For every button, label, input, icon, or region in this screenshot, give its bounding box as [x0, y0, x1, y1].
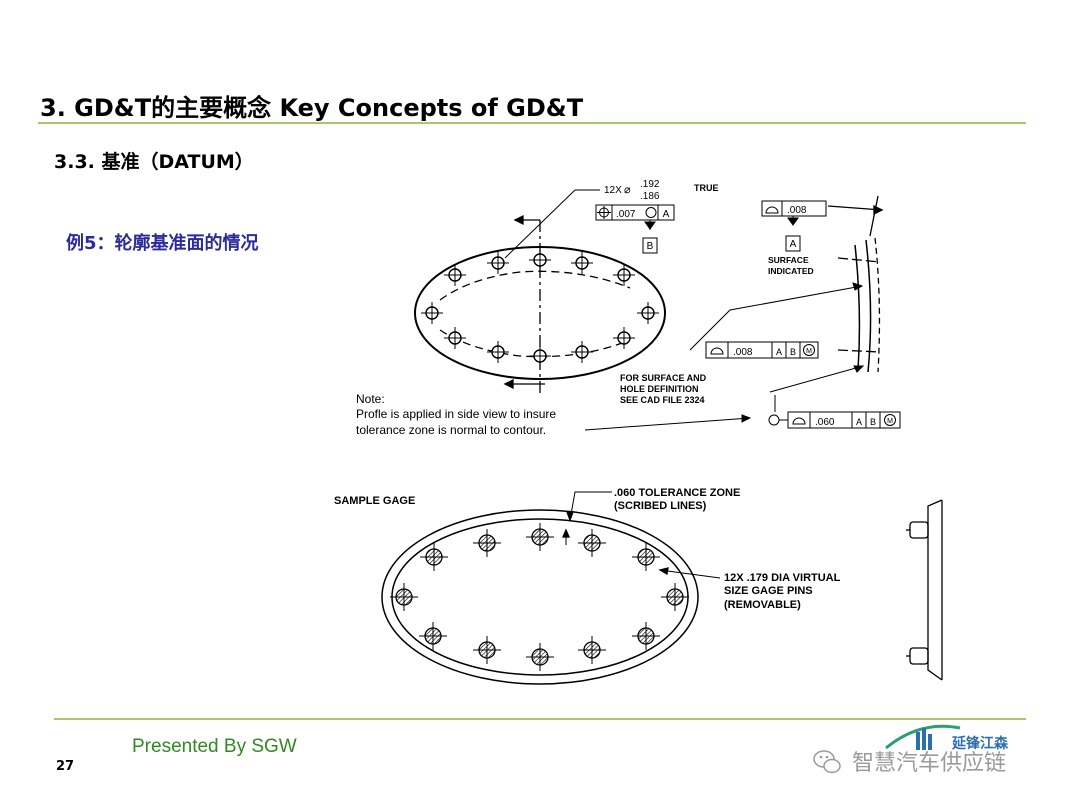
- gage-pins-line-3: (REMOVABLE): [724, 599, 801, 611]
- part-side-view: [827, 195, 884, 373]
- profile-2-datum-secondary: B: [870, 417, 876, 427]
- section-subtitle: 3.3. 基准（DATUM）: [54, 151, 254, 173]
- surface-profile-value: .008: [787, 205, 807, 216]
- mounting-hole: [487, 341, 509, 363]
- mounting-hole: [613, 264, 635, 286]
- mounting-hole: [529, 249, 551, 271]
- mounting-hole: [529, 345, 551, 367]
- slide-title: 3. GD&T的主要概念 Key Concepts of GD&T: [40, 94, 584, 122]
- surface-note-line-2: HOLE DEFINITION: [620, 384, 699, 394]
- logo-text: 延锋江森: [951, 735, 1009, 751]
- gage-pin: [419, 622, 447, 650]
- surface-note-line-1: FOR SURFACE AND: [620, 373, 707, 383]
- mounting-hole: [421, 302, 443, 324]
- gage-pin: [526, 523, 554, 551]
- gage-pin: [420, 543, 448, 571]
- profile-1-modifier: M: [806, 348, 812, 355]
- datum-a-label: A: [790, 239, 797, 250]
- diameter-symbol: ⌀: [624, 184, 631, 196]
- position-datum: A: [663, 209, 670, 220]
- surface-callout: .008 A SURFACE INDICATED: [761, 200, 827, 276]
- tolerance-zone-line-2: (SCRIBED LINES): [614, 500, 707, 512]
- gage-pin: [473, 636, 501, 664]
- profile-callout-1: .008 A B M: [689, 282, 864, 359]
- gage-pin-pattern: [390, 523, 689, 671]
- mounting-hole: [487, 252, 509, 274]
- profile-1-datum-secondary: B: [790, 347, 796, 357]
- surface-definition-note: FOR SURFACE AND HOLE DEFINITION SEE CAD …: [620, 373, 707, 405]
- presenter-credit: Presented By SGW: [132, 736, 297, 757]
- mounting-hole: [613, 327, 635, 349]
- profile-2-modifier: M: [887, 418, 893, 425]
- gage-pin: [661, 583, 689, 611]
- sample-gage: SAMPLE GAGE .060 TOLERANCE ZONE (SCRIBED…: [334, 487, 841, 685]
- gage-pin: [578, 636, 606, 664]
- gdt-technical-drawing: 12X ⌀ .192 .186 TRUE .007 A B .008: [334, 179, 943, 685]
- hole-dia-lower: .186: [640, 191, 660, 202]
- note-heading: Note:: [356, 392, 385, 406]
- profile-callout-2: .060 A B M: [768, 365, 901, 429]
- mounting-hole: [444, 327, 466, 349]
- profile-1-datum-primary: A: [776, 347, 782, 357]
- profile-2-value: .060: [815, 417, 835, 428]
- mounting-hole: [444, 264, 466, 286]
- gage-pins-line-2: SIZE GAGE PINS: [724, 585, 813, 597]
- tolerance-zone-line-1: .060 TOLERANCE ZONE: [614, 487, 740, 499]
- watermark-text: 智慧汽车供应链: [852, 751, 1007, 776]
- hole-pattern-top: [421, 249, 659, 367]
- hole-callout: 12X ⌀ .192 .186 TRUE .007 A B: [504, 179, 719, 259]
- title-divider: [38, 122, 1026, 124]
- gage-pin: [632, 543, 660, 571]
- surface-indicated-line-1: SURFACE: [768, 255, 809, 265]
- profile-note: Note: Profle is applied in side view to …: [356, 392, 752, 437]
- example-label: 例5：轮廓基准面的情况: [66, 233, 259, 254]
- building-logo-icon: 延锋江森: [885, 724, 1009, 751]
- profile-1-value: .008: [733, 347, 753, 358]
- datum-b-label: B: [647, 241, 654, 252]
- gage-pin: [526, 643, 554, 671]
- gage-side-view: [906, 499, 943, 681]
- gage-pins-line-1: 12X .179 DIA VIRTUAL: [724, 572, 841, 584]
- profile-2-datum-primary: A: [856, 417, 862, 427]
- true-label: TRUE: [694, 183, 719, 193]
- sample-gage-label: SAMPLE GAGE: [334, 495, 415, 507]
- mounting-hole: [571, 341, 593, 363]
- note-line-1: Profle is applied in side view to insure: [356, 407, 556, 421]
- note-line-2: tolerance zone is normal to contour.: [356, 423, 546, 437]
- footer-divider: [54, 718, 1026, 720]
- gage-pin: [473, 529, 501, 557]
- gage-pin: [632, 622, 660, 650]
- position-tolerance: .007: [616, 209, 636, 220]
- mounting-hole: [571, 252, 593, 274]
- gage-pin: [578, 529, 606, 557]
- part-top-view: [414, 214, 666, 395]
- hole-dia-upper: .192: [640, 179, 660, 190]
- surface-indicated-line-2: INDICATED: [768, 266, 814, 276]
- surface-note-line-3: SEE CAD FILE 2324: [620, 395, 705, 405]
- page-number: 27: [56, 759, 75, 774]
- mounting-hole: [637, 302, 659, 324]
- hole-qty: 12X: [604, 185, 622, 196]
- wechat-icon: [813, 750, 841, 774]
- gage-pin: [390, 583, 418, 611]
